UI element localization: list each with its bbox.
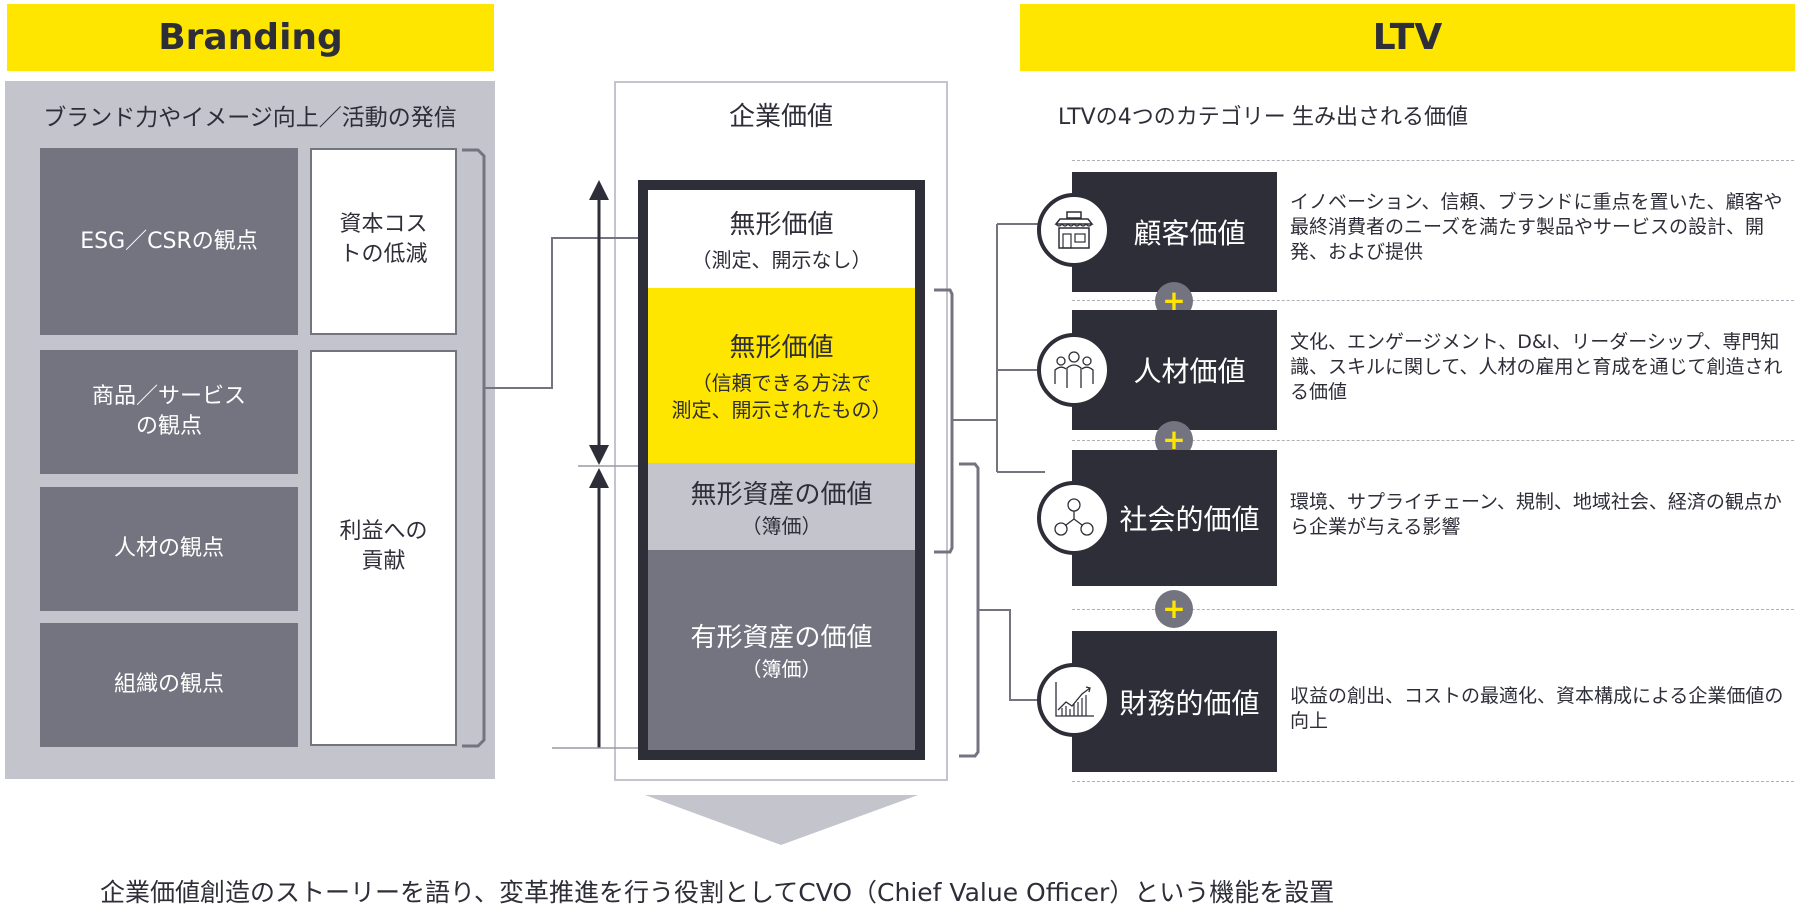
perspective-organization: 組織の観点	[40, 623, 298, 747]
segment-sub: （信頼できる方法で 測定、開示されたもの）	[671, 371, 892, 422]
perspective-product-service: 商品／サービス の観点	[40, 350, 298, 474]
divider	[1072, 440, 1794, 441]
ltv-category-header: LTVの4つのカテゴリー	[1058, 105, 1286, 130]
ltv-category-people: 人材価値	[1072, 310, 1277, 430]
people-icon	[1037, 333, 1111, 407]
ltv-title: LTV	[1372, 17, 1443, 58]
divider	[1072, 160, 1794, 161]
financial-connector	[979, 609, 1045, 701]
perspective-label: 組織の観点	[113, 672, 224, 698]
ltv-desc-people: 文化、エンゲージメント、D&I、リーダーシップ、専門知識、スキルに関して、人材の…	[1290, 331, 1783, 404]
segment-title: 有形資産の価値	[690, 623, 873, 653]
perspective-label: 人材の観点	[113, 536, 224, 562]
plus-icon: +	[1155, 590, 1193, 628]
segment-tangible-assets: 有形資産の価値 （簿価）	[648, 550, 915, 750]
branding-bracket	[462, 148, 486, 748]
segment-sub: （測定、開示なし）	[691, 248, 872, 272]
outcome-label: 資本コス トの低減	[339, 212, 428, 267]
ltv-value-header: 生み出される価値	[1292, 105, 1469, 130]
category-label: 顧客価値	[1133, 217, 1246, 250]
perspective-people: 人材の観点	[40, 487, 298, 611]
growth-chart-icon	[1037, 663, 1111, 737]
category-tree	[953, 223, 1045, 473]
category-label: 財務的価値	[1119, 686, 1260, 720]
value-stack: 無形価値 （測定、開示なし） 無形価値 （信頼できる方法で 測定、開示されたもの…	[638, 180, 925, 760]
arrow-up-icon	[589, 180, 609, 200]
perspective-esg: ESG／CSRの観点	[40, 148, 298, 335]
conclusion-text: 企業価値創造のストーリーを語り、変革推進を行う役割としてCVO（Chief Va…	[100, 878, 1335, 907]
outcome-cost-of-capital: 資本コス トの低減	[310, 148, 457, 335]
branding-connector	[485, 237, 638, 389]
ltv-desc-social: 環境、サプライチェーン、規制、地域社会、経済の観点から企業が与える影響	[1290, 491, 1782, 539]
segment-intangible-measured: 無形価値 （信頼できる方法で 測定、開示されたもの）	[648, 288, 915, 463]
branding-header: Branding	[7, 4, 494, 71]
ltv-category-social: 社会的価値	[1072, 450, 1277, 586]
category-label: 人材価値	[1133, 355, 1246, 388]
ltv-desc-customer: イノベーション、信頼、ブランドに重点を置いた、顧客や最終消費者のニーズを満たす製…	[1290, 191, 1783, 264]
arrow-down-icon	[589, 445, 609, 465]
segment-title: 無形資産の価値	[690, 479, 873, 510]
shop-icon	[1037, 193, 1111, 267]
segment-intangible-assets: 無形資産の価値 （簿価）	[648, 463, 915, 550]
branding-subtitle: ブランド力やイメージ向上／活動の発信	[43, 105, 457, 131]
category-label: 社会的価値	[1119, 503, 1260, 536]
outcome-profit-contribution: 利益への 貢献	[310, 350, 457, 746]
corporate-value-title: 企業価値	[728, 102, 833, 132]
perspective-label: ESG／CSRの観点	[80, 228, 258, 254]
ltv-header: LTV	[1020, 4, 1795, 71]
bracket-financial	[959, 462, 980, 758]
divider	[1072, 300, 1794, 301]
divider	[1072, 609, 1794, 610]
down-arrow-icon	[645, 795, 918, 845]
segment-sub: （簿価）	[741, 513, 822, 538]
network-icon	[1037, 481, 1111, 555]
branding-title: Branding	[158, 17, 343, 58]
segment-sub: （簿価）	[741, 657, 822, 681]
divider	[1072, 781, 1794, 782]
ltv-desc-financial: 収益の創出、コストの最適化、資本構成による企業価値の向上	[1290, 685, 1784, 733]
segment-title: 無形価値	[729, 333, 834, 363]
perspective-label: 商品／サービス の観点	[91, 384, 246, 439]
arrow-up-icon	[589, 468, 609, 488]
segment-intangible-unmeasured: 無形価値 （測定、開示なし）	[648, 190, 915, 288]
outcome-label: 利益への 貢献	[339, 519, 428, 574]
bracket-nonfinancial	[934, 288, 954, 554]
segment-title: 無形価値	[729, 210, 834, 240]
